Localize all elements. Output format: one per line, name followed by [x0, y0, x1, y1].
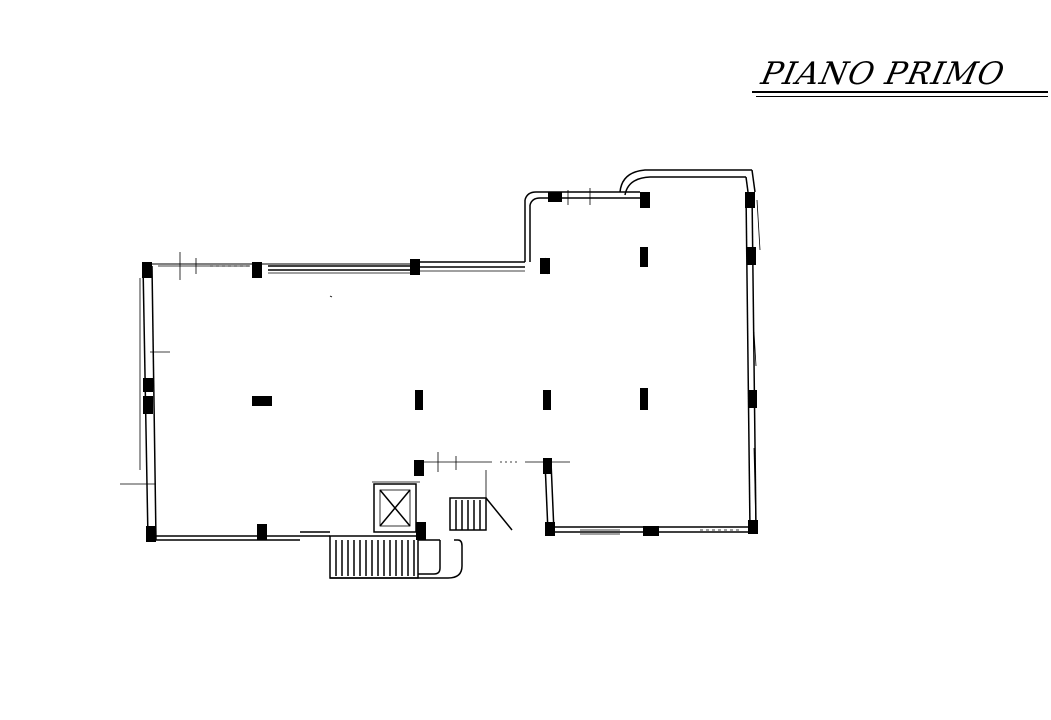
column: [640, 247, 648, 267]
column: [545, 522, 555, 536]
north-wall-west: [143, 252, 525, 280]
drawing-title-block: PIANO PRIMO: [752, 54, 1048, 104]
column: [745, 192, 755, 208]
column: [643, 526, 659, 536]
column: [146, 526, 156, 542]
interior-stair: [449, 470, 513, 531]
column: [252, 262, 262, 278]
north-wall-east: [567, 169, 756, 205]
column: [415, 390, 423, 410]
column: [410, 259, 420, 275]
column: [252, 396, 272, 406]
lift-shaft: [372, 481, 420, 533]
column: [143, 378, 153, 392]
column: [543, 390, 551, 410]
column: [543, 458, 552, 474]
column: [414, 460, 424, 476]
column: [143, 396, 153, 414]
east-exterior-wall: [745, 191, 761, 531]
construction-marks: [210, 199, 740, 531]
structural-columns: [142, 192, 758, 542]
plan-linework: [120, 169, 761, 579]
column: [257, 524, 267, 540]
column: [747, 247, 756, 265]
column: [540, 258, 550, 274]
column: [748, 390, 757, 408]
title-underline: [752, 91, 1048, 93]
column: [748, 520, 758, 534]
column: [640, 388, 648, 410]
column: [548, 192, 562, 202]
column: [416, 522, 426, 540]
column: [640, 192, 650, 208]
column: [142, 262, 152, 278]
exterior-stair: [329, 535, 463, 579]
title-underline-secondary: [756, 96, 1048, 97]
